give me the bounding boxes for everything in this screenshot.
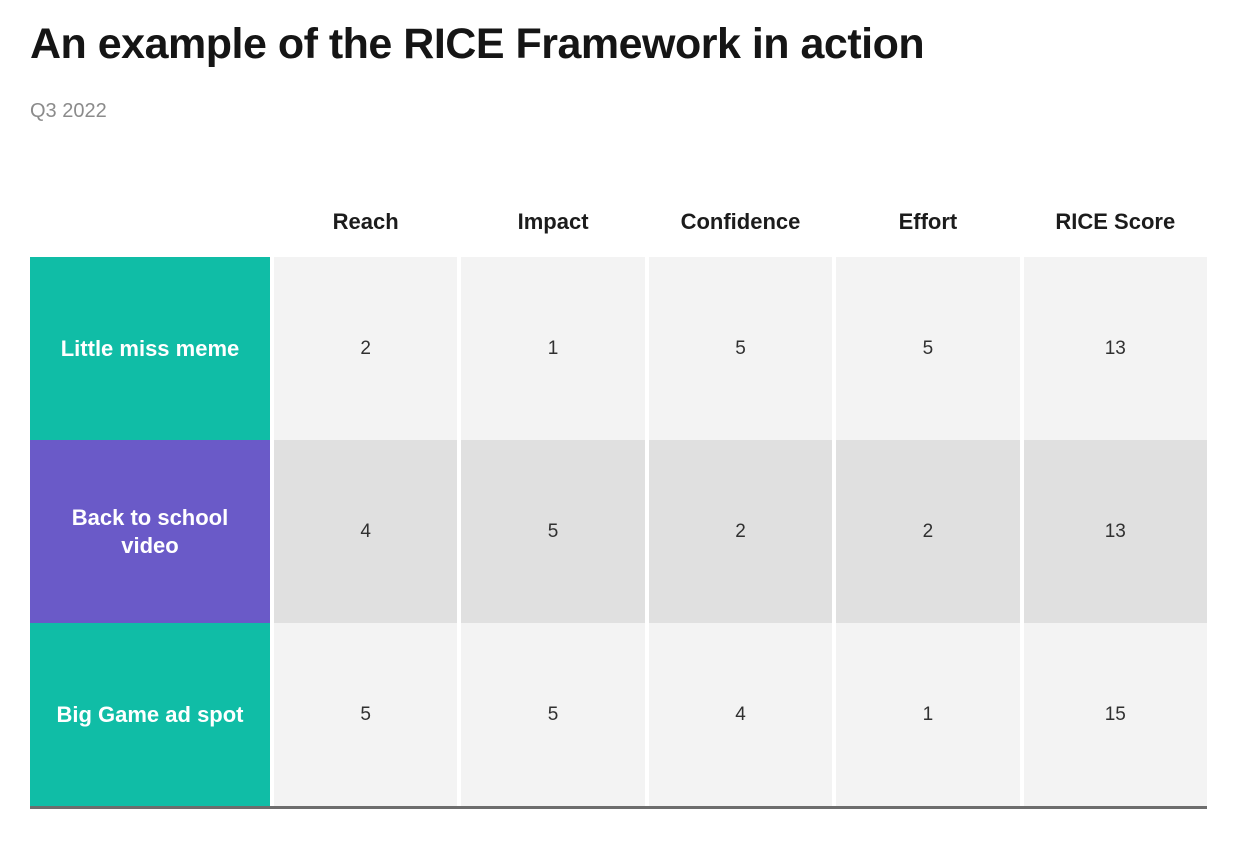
table-cell-confidence: 4	[648, 623, 833, 807]
table-cell-rice-score: 13	[1023, 257, 1207, 441]
table-cell-rice-score: 13	[1023, 440, 1207, 624]
table-cell-impact: 5	[461, 440, 645, 624]
table-cell-confidence: 5	[648, 257, 833, 441]
rice-table: Reach Impact Confidence Effort RICE Scor…	[30, 187, 1207, 810]
table-cell-impact: 5	[461, 623, 645, 807]
page-title: An example of the RICE Framework in acti…	[30, 20, 925, 68]
table-cell-effort: 2	[836, 440, 1020, 624]
table-cell-impact: 1	[461, 257, 645, 441]
table-cell-reach: 4	[274, 440, 458, 624]
table-cell-reach: 5	[274, 623, 458, 807]
table-cell-reach: 2	[274, 257, 458, 441]
page-subtitle: Q3 2022	[30, 100, 107, 123]
column-header-reach: Reach	[274, 187, 458, 258]
column-header-effort: Effort	[836, 187, 1020, 258]
row-label-big-game-ad-spot: Big Game ad spot	[30, 623, 270, 807]
table-cell-confidence: 2	[648, 440, 833, 624]
row-label-little-miss-meme: Little miss meme	[30, 257, 270, 441]
table-corner-cell	[30, 187, 270, 258]
table-cell-effort: 1	[836, 623, 1020, 807]
column-header-confidence: Confidence	[648, 187, 833, 258]
column-header-impact: Impact	[461, 187, 645, 258]
table-cell-effort: 5	[836, 257, 1020, 441]
row-label-back-to-school-video: Back to school video	[30, 440, 270, 624]
table-cell-rice-score: 15	[1023, 623, 1207, 807]
column-header-rice-score: RICE Score	[1023, 187, 1207, 258]
